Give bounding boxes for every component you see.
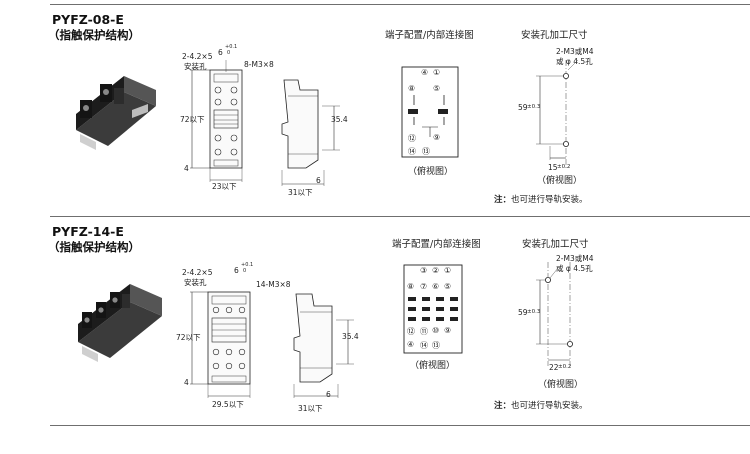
- terminal-layout-diagram: [401, 66, 459, 158]
- terminals-dim: 8-M3×8: [244, 60, 274, 69]
- model-subtitle: （指触保护结构）: [48, 240, 140, 254]
- terminal-layout-diagram: [403, 264, 463, 354]
- pin-label: ⑫: [408, 134, 416, 143]
- pin-label: ⑨: [444, 326, 452, 335]
- pin-label: ⑬: [432, 341, 440, 350]
- product-photo: [76, 76, 156, 150]
- cutout-height-dim: 59: [518, 103, 528, 112]
- cutout-holes-dim: 2-M3或M4: [556, 254, 594, 263]
- pin-label: ①: [444, 266, 452, 275]
- cutout-height-tol: ±0.3: [527, 309, 541, 315]
- screw-tol-zero: 0: [243, 268, 247, 274]
- product-photo: [78, 284, 162, 362]
- pin-label: ⑧: [408, 84, 416, 93]
- cutout-title: 安装孔加工尺寸: [521, 30, 588, 41]
- note-prefix: 注：: [494, 401, 512, 411]
- pin-label: ⑭: [420, 341, 428, 350]
- pin-label: ②: [432, 266, 440, 275]
- note: 注：也可进行导轨安装。: [494, 399, 588, 411]
- front-view-drawing: [190, 60, 243, 182]
- pin-label: ④: [421, 68, 429, 77]
- holes-dim: 2-4.2×5: [182, 268, 213, 277]
- model-subtitle: （指触保护结构）: [48, 28, 140, 42]
- screw-tol-zero: 0: [227, 50, 231, 56]
- side-foot-dim: 6: [316, 176, 321, 185]
- screw-tol-plus: +0.1: [241, 262, 254, 268]
- section-divider: [50, 216, 750, 217]
- cutout-view-label: （俯视图）: [537, 176, 583, 186]
- note-prefix: 注：: [494, 195, 512, 205]
- cutout-width-dim: 15: [548, 163, 558, 172]
- pin-label: ⑦: [420, 282, 428, 291]
- pin-label: ⑧: [407, 282, 415, 291]
- pin-label: ⑨: [433, 133, 441, 142]
- bottom-offset-dim: 4: [184, 164, 189, 173]
- holes-label: 安装孔: [184, 62, 207, 71]
- terminal-diagram-title: 端子配置/内部连接图: [385, 30, 474, 41]
- pin-label: ⑫: [407, 327, 415, 336]
- bottom-offset-dim: 4: [184, 378, 189, 387]
- holes-dim: 2-4.2×5: [182, 52, 213, 61]
- pin-label: ⑤: [433, 84, 441, 93]
- side-height-dim: 35.4: [331, 115, 348, 124]
- pin-label: ③: [420, 266, 428, 275]
- note: 注：也可进行导轨安装。: [494, 193, 588, 205]
- side-depth-dim: 31以下: [288, 188, 313, 197]
- screw-dim: 6: [218, 48, 223, 57]
- width-dim: 23以下: [212, 182, 237, 191]
- top-rule: [50, 4, 750, 5]
- pin-label: ⑪: [420, 327, 428, 336]
- screw-tol-plus: +0.1: [225, 44, 238, 50]
- note-text: 也可进行导轨安装。: [511, 401, 588, 411]
- cutout-width-tol: ±0.2: [557, 164, 571, 170]
- pin-label: ⑬: [422, 147, 430, 156]
- cutout-title: 安装孔加工尺寸: [522, 239, 589, 250]
- width-dim: 29.5以下: [212, 400, 244, 409]
- pin-label: ④: [407, 340, 415, 349]
- bottom-rule: [50, 425, 750, 426]
- note-text: 也可进行导轨安装。: [511, 195, 588, 205]
- cutout-drawing: [536, 59, 579, 170]
- height-dim: 72以下: [176, 333, 201, 342]
- cutout-height-tol: ±0.3: [527, 104, 541, 110]
- cutout-holes-alt: 或 φ 4.5孔: [556, 57, 593, 66]
- top-view-label: （俯视图）: [410, 361, 456, 371]
- side-view-drawing: [293, 293, 354, 398]
- cutout-width-dim: 22: [549, 363, 559, 372]
- side-depth-dim: 31以下: [298, 404, 323, 413]
- model-title: PYFZ-08-E: [52, 12, 124, 27]
- cutout-holes-alt: 或 φ 4.5孔: [556, 264, 593, 273]
- screw-dim: 6: [234, 266, 239, 275]
- cutout-height-dim: 59: [518, 308, 528, 317]
- cutout-view-label: （俯视图）: [538, 380, 584, 390]
- pin-label: ⑤: [444, 282, 452, 291]
- front-view-drawing: [190, 291, 251, 398]
- model-title: PYFZ-14-E: [52, 224, 124, 239]
- pin-label: ⑭: [408, 147, 416, 156]
- cutout-holes-dim: 2-M3或M4: [556, 47, 594, 56]
- pin-label: ①: [433, 68, 441, 77]
- pin-label: ⑥: [432, 282, 440, 291]
- top-view-label: （俯视图）: [408, 167, 454, 177]
- side-height-dim: 35.4: [342, 332, 359, 341]
- holes-label: 安装孔: [184, 278, 207, 287]
- terminal-diagram-title: 端子配置/内部连接图: [392, 239, 481, 250]
- cutout-drawing: [536, 262, 574, 366]
- side-foot-dim: 6: [326, 390, 331, 399]
- pin-label: ⑩: [432, 326, 440, 335]
- side-view-drawing: [281, 79, 340, 186]
- terminals-dim: 14-M3×8: [256, 280, 291, 289]
- cutout-width-tol: ±0.2: [558, 364, 572, 370]
